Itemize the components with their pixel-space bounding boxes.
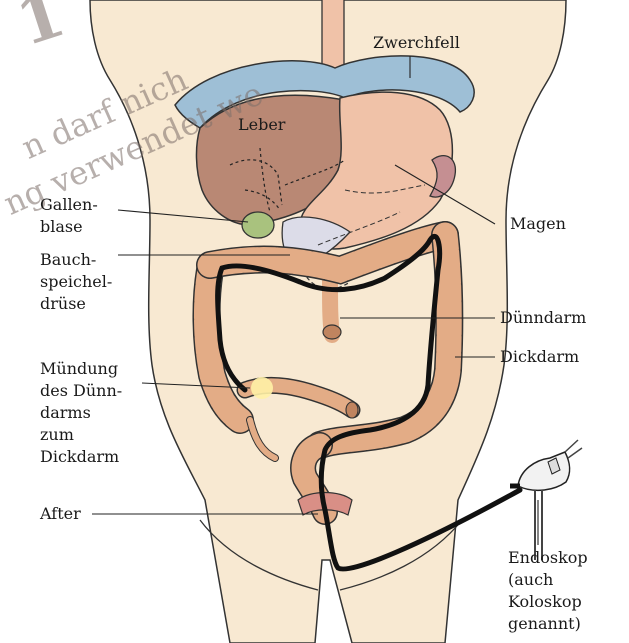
endoscope-handle bbox=[510, 440, 582, 560]
ileum-opening bbox=[346, 402, 358, 418]
label-endoskop: Endoskop (auch Koloskop genannt) bbox=[508, 547, 588, 635]
label-muendung: Mündung des Dünn- darms zum Dickdarm bbox=[40, 358, 122, 468]
label-bauchspeicheldruese-line-3: drüse bbox=[40, 293, 112, 315]
label-muendung-line-3: darms bbox=[40, 402, 122, 424]
label-muendung-line-4: zum bbox=[40, 424, 122, 446]
label-endoskop-line-1: Endoskop bbox=[508, 547, 588, 569]
label-duenndarm: Dünndarm bbox=[500, 307, 586, 329]
ileocecal-glow bbox=[251, 377, 273, 399]
label-muendung-line-1: Mündung bbox=[40, 358, 122, 380]
label-muendung-line-2: des Dünn- bbox=[40, 380, 122, 402]
label-bauchspeicheldruese-line-1: Bauch- bbox=[40, 249, 112, 271]
gallbladder bbox=[242, 212, 274, 238]
label-gallenblase: Gallen- blase bbox=[40, 194, 98, 238]
label-bauchspeicheldruese: Bauch- speichel- drüse bbox=[40, 249, 112, 315]
label-gallenblase-line-1: Gallen- bbox=[40, 194, 98, 216]
label-bauchspeicheldruese-line-2: speichel- bbox=[40, 271, 112, 293]
label-leber: Leber bbox=[238, 114, 285, 136]
label-zwerchfell: Zwerchfell bbox=[373, 32, 460, 54]
label-dickdarm: Dickdarm bbox=[500, 346, 579, 368]
small-intestine-opening bbox=[323, 325, 341, 339]
label-endoskop-line-4: genannt) bbox=[508, 613, 588, 635]
label-magen: Magen bbox=[510, 213, 566, 235]
label-endoskop-line-3: Koloskop bbox=[508, 591, 588, 613]
label-endoskop-line-2: (auch bbox=[508, 569, 588, 591]
label-after: After bbox=[40, 503, 81, 525]
label-gallenblase-line-2: blase bbox=[40, 216, 98, 238]
label-muendung-line-5: Dickdarm bbox=[40, 446, 122, 468]
